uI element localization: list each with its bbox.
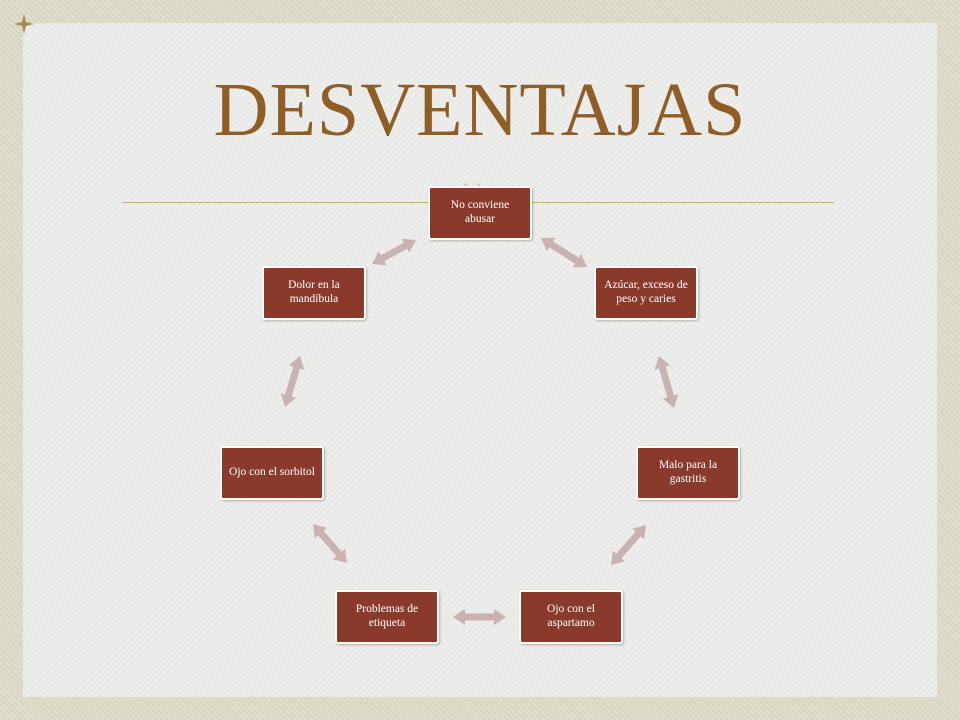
cycle-node-label: Problemas de etiqueta [355, 603, 419, 629]
double-headed-arrow-icon [372, 238, 416, 266]
cycle-node[interactable]: Malo para la gastritis [636, 446, 740, 500]
four-point-star-bullet-icon [14, 14, 34, 34]
cycle-node[interactable]: Dolor en la mandíbula [262, 266, 366, 320]
cycle-node[interactable]: Ojo con el aspartamo [519, 590, 623, 644]
double-headed-arrow-icon [654, 356, 679, 408]
cycle-node-label: Azúcar, exceso de peso y caries [604, 279, 688, 305]
double-headed-arrow-icon [313, 524, 347, 563]
cycle-node[interactable]: Problemas de etiqueta [335, 590, 439, 644]
slide-panel [23, 23, 937, 697]
double-headed-arrow-icon [611, 525, 646, 565]
double-headed-arrow-icon [541, 237, 587, 268]
cycle-node[interactable]: Ojo con el sorbitol [220, 446, 324, 500]
double-headed-arrow-icon [280, 356, 305, 407]
slide-title: DESVENTAJAS [213, 68, 747, 152]
double-headed-arrow-icon [453, 609, 506, 625]
cycle-node-label: Dolor en la mandíbula [288, 279, 340, 305]
cycle-node-label: Malo para la gastritis [658, 459, 718, 485]
cycle-node-label: Ojo con el aspartamo [547, 603, 595, 629]
cycle-node[interactable]: Azúcar, exceso de peso y caries [594, 266, 698, 320]
cycle-node[interactable]: No conviene abusar [428, 186, 532, 240]
cycle-node-label: Ojo con el sorbitol [229, 466, 315, 479]
cycle-node-label: No conviene abusar [450, 199, 510, 225]
